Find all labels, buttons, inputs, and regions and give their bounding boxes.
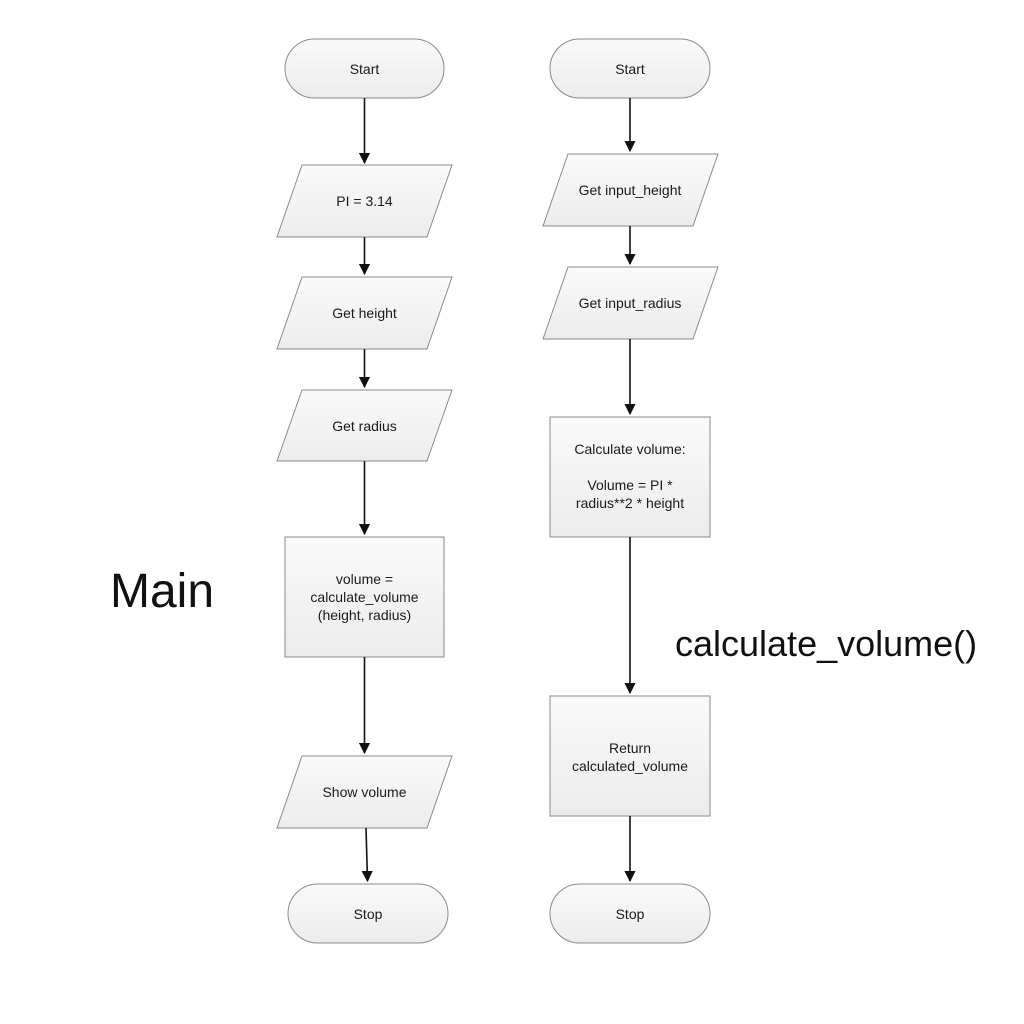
main-get-height-node: Get height — [276, 276, 453, 350]
main-start-node: Start — [284, 38, 445, 99]
func-return-node: Return calculated_volume — [549, 695, 711, 817]
function-section-label: calculate_volume() — [675, 623, 977, 664]
main-show-volume-text: Show volume — [322, 784, 406, 800]
func-stop-node: Stop — [549, 883, 711, 944]
main-get-radius-text: Get radius — [332, 418, 397, 434]
main-stop-text: Stop — [354, 906, 383, 922]
func-return-line-2: calculated_volume — [572, 758, 688, 774]
main-calc-call-line-3: (height, radius) — [318, 607, 411, 623]
main-show-volume-node: Show volume — [276, 755, 453, 829]
main-section-label: Main — [110, 565, 214, 618]
main-edge-6 — [361, 827, 373, 883]
main-calc-call-line-2: calculate_volume — [310, 589, 418, 605]
main-pi-text: PI = 3.14 — [336, 193, 393, 209]
main-get-radius-node: Get radius — [276, 389, 453, 462]
func-get-input-height-text: Get input_height — [579, 182, 682, 198]
main-get-height-text: Get height — [332, 305, 397, 321]
func-stop-text: Stop — [616, 906, 645, 922]
func-start-node: Start — [549, 38, 711, 99]
main-calc-call-line-1: volume = — [336, 571, 393, 587]
func-calc-volume-node: Calculate volume: Volume = PI * radius**… — [549, 416, 711, 538]
func-return-line-1: Return — [609, 740, 651, 756]
func-get-input-radius-node: Get input_radius — [542, 266, 719, 340]
main-pi-node: PI = 3.14 — [276, 164, 453, 238]
func-calc-volume-line-3: Volume = PI * — [587, 477, 673, 493]
func-get-input-radius-text: Get input_radius — [579, 295, 682, 311]
main-start-text: Start — [350, 61, 380, 77]
func-calc-volume-line-1: Calculate volume: — [574, 441, 685, 457]
func-start-text: Start — [615, 61, 645, 77]
func-calc-volume-line-4: radius**2 * height — [576, 495, 684, 511]
main-calc-call-node: volume = calculate_volume (height, radiu… — [284, 536, 445, 658]
func-get-input-height-node: Get input_height — [542, 153, 719, 227]
main-stop-node: Stop — [287, 883, 449, 944]
